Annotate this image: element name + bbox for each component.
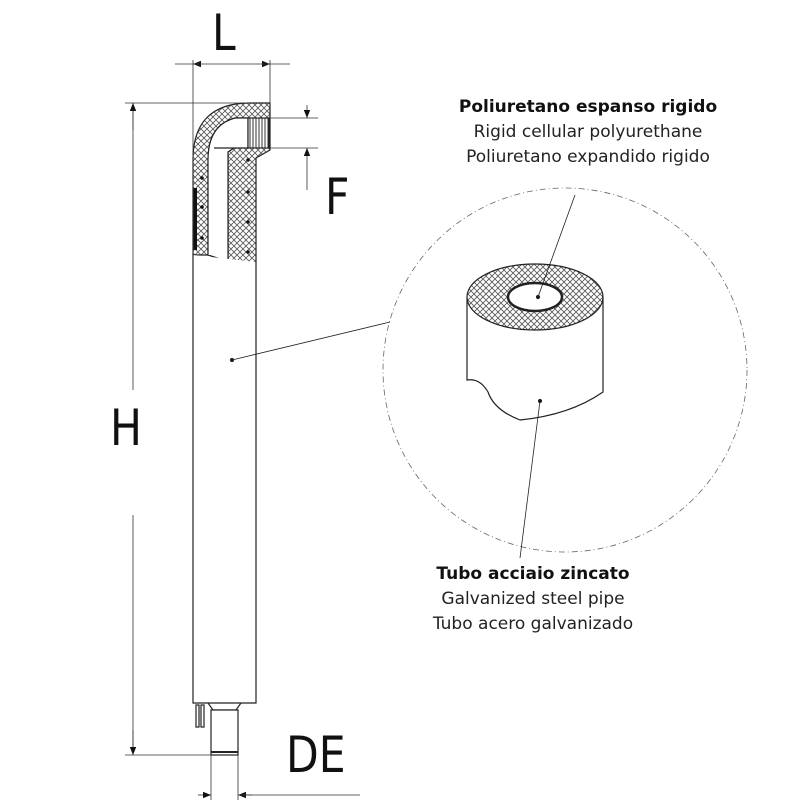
bottom-nipple bbox=[210, 709, 239, 756]
cylinder-body bbox=[466, 297, 604, 421]
detail-circle bbox=[382, 187, 748, 553]
pipe-title: Tubo acciaio zincato bbox=[436, 564, 630, 584]
insulation-en: Rigid cellular polyurethane bbox=[473, 122, 703, 142]
insulation-label: Poliuretano espanso rigido Rigid cellula… bbox=[408, 95, 768, 170]
detail-view bbox=[231, 187, 748, 559]
pipe-label: Tubo acciaio zincato Galvanized steel pi… bbox=[353, 562, 713, 637]
detail-leader bbox=[231, 321, 391, 361]
dimension-F: F bbox=[325, 168, 350, 226]
dimension-L: L bbox=[212, 4, 236, 62]
pipe-en: Galvanized steel pipe bbox=[441, 589, 625, 609]
pipe-body bbox=[192, 255, 257, 704]
pipe-es: Tubo acero galvanizado bbox=[432, 614, 634, 634]
insulation-title: Poliuretano espanso rigido bbox=[458, 97, 718, 117]
insulation-es: Poliuretano expandido rigido bbox=[466, 147, 710, 167]
thread-fitting bbox=[247, 117, 270, 149]
dimension-H: H bbox=[110, 399, 142, 457]
steel-pipe-cross-section bbox=[506, 281, 564, 313]
dimension-DE: DE bbox=[286, 726, 346, 784]
dimension-lines bbox=[125, 60, 360, 800]
pipe-column bbox=[192, 102, 271, 756]
